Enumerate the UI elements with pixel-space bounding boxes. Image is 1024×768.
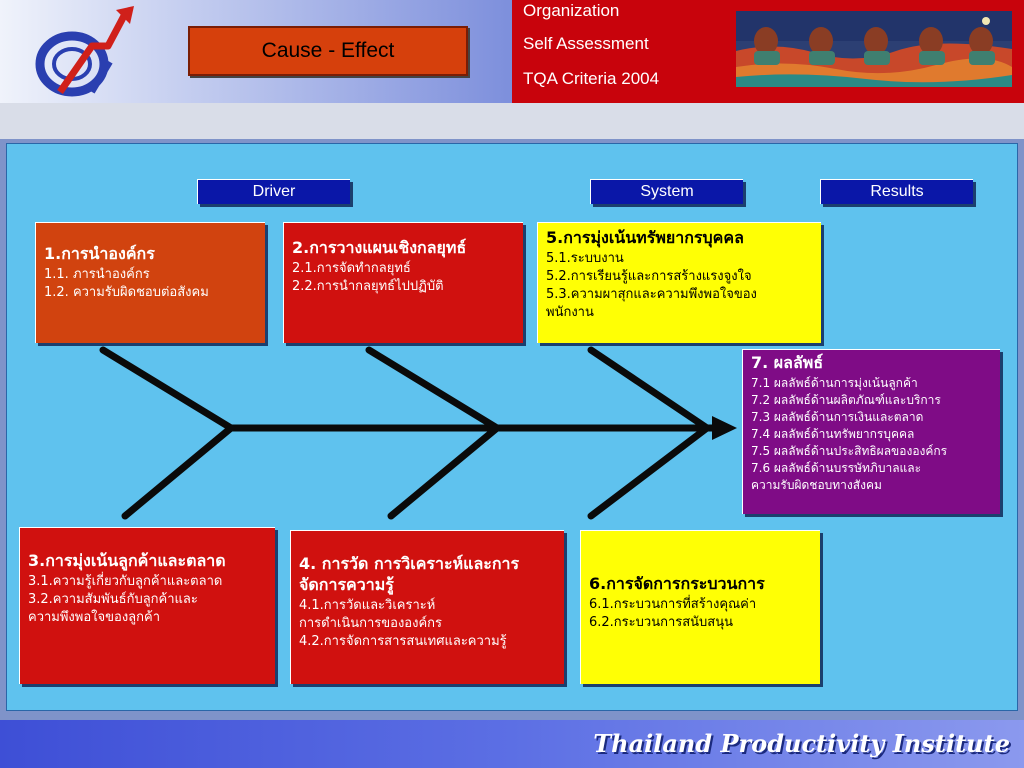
category-process-management-box: 6.การจัดการกระบวนการ 6.1.กระบวนการที่สร้… [580, 530, 820, 684]
category-title: 7. ผลลัพธ์ [751, 353, 824, 372]
footer-organization-name: Thailand Productivity Institute [593, 729, 1010, 758]
spine-arrowhead [712, 416, 737, 440]
category-title: 5.การมุ่งเน้นทรัพยากรบุคคล [546, 228, 744, 247]
category-item: 1.2. ความรับผิดชอบต่อสังคม [44, 285, 209, 300]
label-driver: Driver [197, 179, 350, 204]
category-item: 7.6 ผลลัพธ์ด้านบรรษัทภิบาลและ ความรับผิด… [751, 461, 922, 492]
category-item: 3.1.ความรู้เกี่ยวกับลูกค้าและตลาด [28, 574, 223, 589]
category-item: 6.1.กระบวนการที่สร้างคุณค่า [589, 597, 757, 612]
category-customer-market-box: 3.การมุ่งเน้นลูกค้าและตลาด 3.1.ความรู้เก… [19, 527, 275, 684]
category-title: 3.การมุ่งเน้นลูกค้าและตลาด [28, 551, 226, 570]
bone-lower-3 [587, 424, 711, 520]
header-info-organization: Organization [523, 1, 620, 20]
header-info-criteria: TQA Criteria 2004 [523, 69, 660, 88]
bone-upper-2 [365, 346, 501, 432]
category-item: 4.1.การวัดและวิเคราะห์ การดำเนินการขององ… [299, 598, 443, 631]
header-separator-band [0, 103, 1024, 139]
header-info-self-assessment: Self Assessment [523, 34, 649, 53]
category-leadership-box: 1.การนำองค์กร 1.1. ภารนำองค์กร 1.2. ความ… [35, 222, 265, 343]
category-item: 2.2.การนำกลยุทธ์ไปปฏิบัติ [292, 279, 444, 294]
label-system: System [590, 179, 743, 204]
fishbone-diagram-panel: Driver System Results 1.การนำองค์กร 1.1.… [6, 143, 1018, 711]
category-item: 7.3 ผลลัพธ์ด้านการเงินและตลาด [751, 410, 924, 424]
category-item: 7.4 ผลลัพธ์ด้านทรัพยากรบุคคล [751, 427, 915, 441]
category-item: 4.2.การจัดการสารสนเทศและความรู้ [299, 634, 507, 649]
category-item: 5.1.ระบบงาน [546, 251, 624, 266]
category-title: 6.การจัดการกระบวนการ [589, 574, 765, 593]
slide-footer: Thailand Productivity Institute [0, 720, 1024, 768]
label-results: Results [820, 179, 973, 204]
slide-title: Cause - Effect [188, 26, 468, 76]
category-item: 7.2 ผลลัพธ์ด้านผลิตภัณฑ์และบริการ [751, 393, 941, 407]
bone-lower-2 [387, 424, 501, 520]
category-strategic-planning-box: 2.การวางแผนเชิงกลยุทธ์ 2.1.การจัดทำกลยุท… [283, 222, 523, 343]
category-item: 7.5 ผลลัพธ์ด้านประสิทธิผลขององค์กร [751, 444, 948, 458]
fishbone-lines [99, 346, 737, 520]
tpi-logo-arrow-icon [35, 6, 134, 97]
category-item: 2.1.การจัดทำกลยุทธ์ [292, 261, 411, 276]
category-human-resource-box: 5.การมุ่งเน้นทรัพยากรบุคคล 5.1.ระบบงาน 5… [537, 222, 821, 343]
category-item: 7.1 ผลลัพธ์ด้านการมุ่งเน้นลูกค้า [751, 376, 918, 390]
bone-upper-1 [99, 346, 235, 432]
category-item: 1.1. ภารนำองค์กร [44, 267, 150, 282]
bone-upper-3 [587, 346, 711, 432]
category-results-box: 7. ผลลัพธ์ 7.1 ผลลัพธ์ด้านการมุ่งเน้นลูก… [742, 349, 1000, 514]
bone-lower-1 [121, 424, 235, 520]
category-measurement-knowledge-box: 4. การวัด การวิเคราะห์และการจัดการความรู… [290, 530, 564, 684]
slide-header: Cause - Effect Organization Self Assessm… [0, 0, 1024, 103]
category-title: 2.การวางแผนเชิงกลยุทธ์ [292, 238, 467, 257]
rowers-illustration [736, 11, 1012, 87]
category-item: 5.3.ความผาสุกและความพึงพอใจของ พนักงาน [546, 287, 757, 320]
category-title: 4. การวัด การวิเคราะห์และการจัดการความรู… [299, 554, 520, 594]
category-item: 5.2.การเรียนรู้และการสร้างแรงจูงใจ [546, 269, 752, 284]
category-item: 3.2.ความสัมพันธ์กับลูกค้าและ ความพึงพอใจ… [28, 592, 198, 625]
category-item: 6.2.กระบวนการสนับสนุน [589, 615, 734, 630]
category-title: 1.การนำองค์กร [44, 244, 155, 263]
